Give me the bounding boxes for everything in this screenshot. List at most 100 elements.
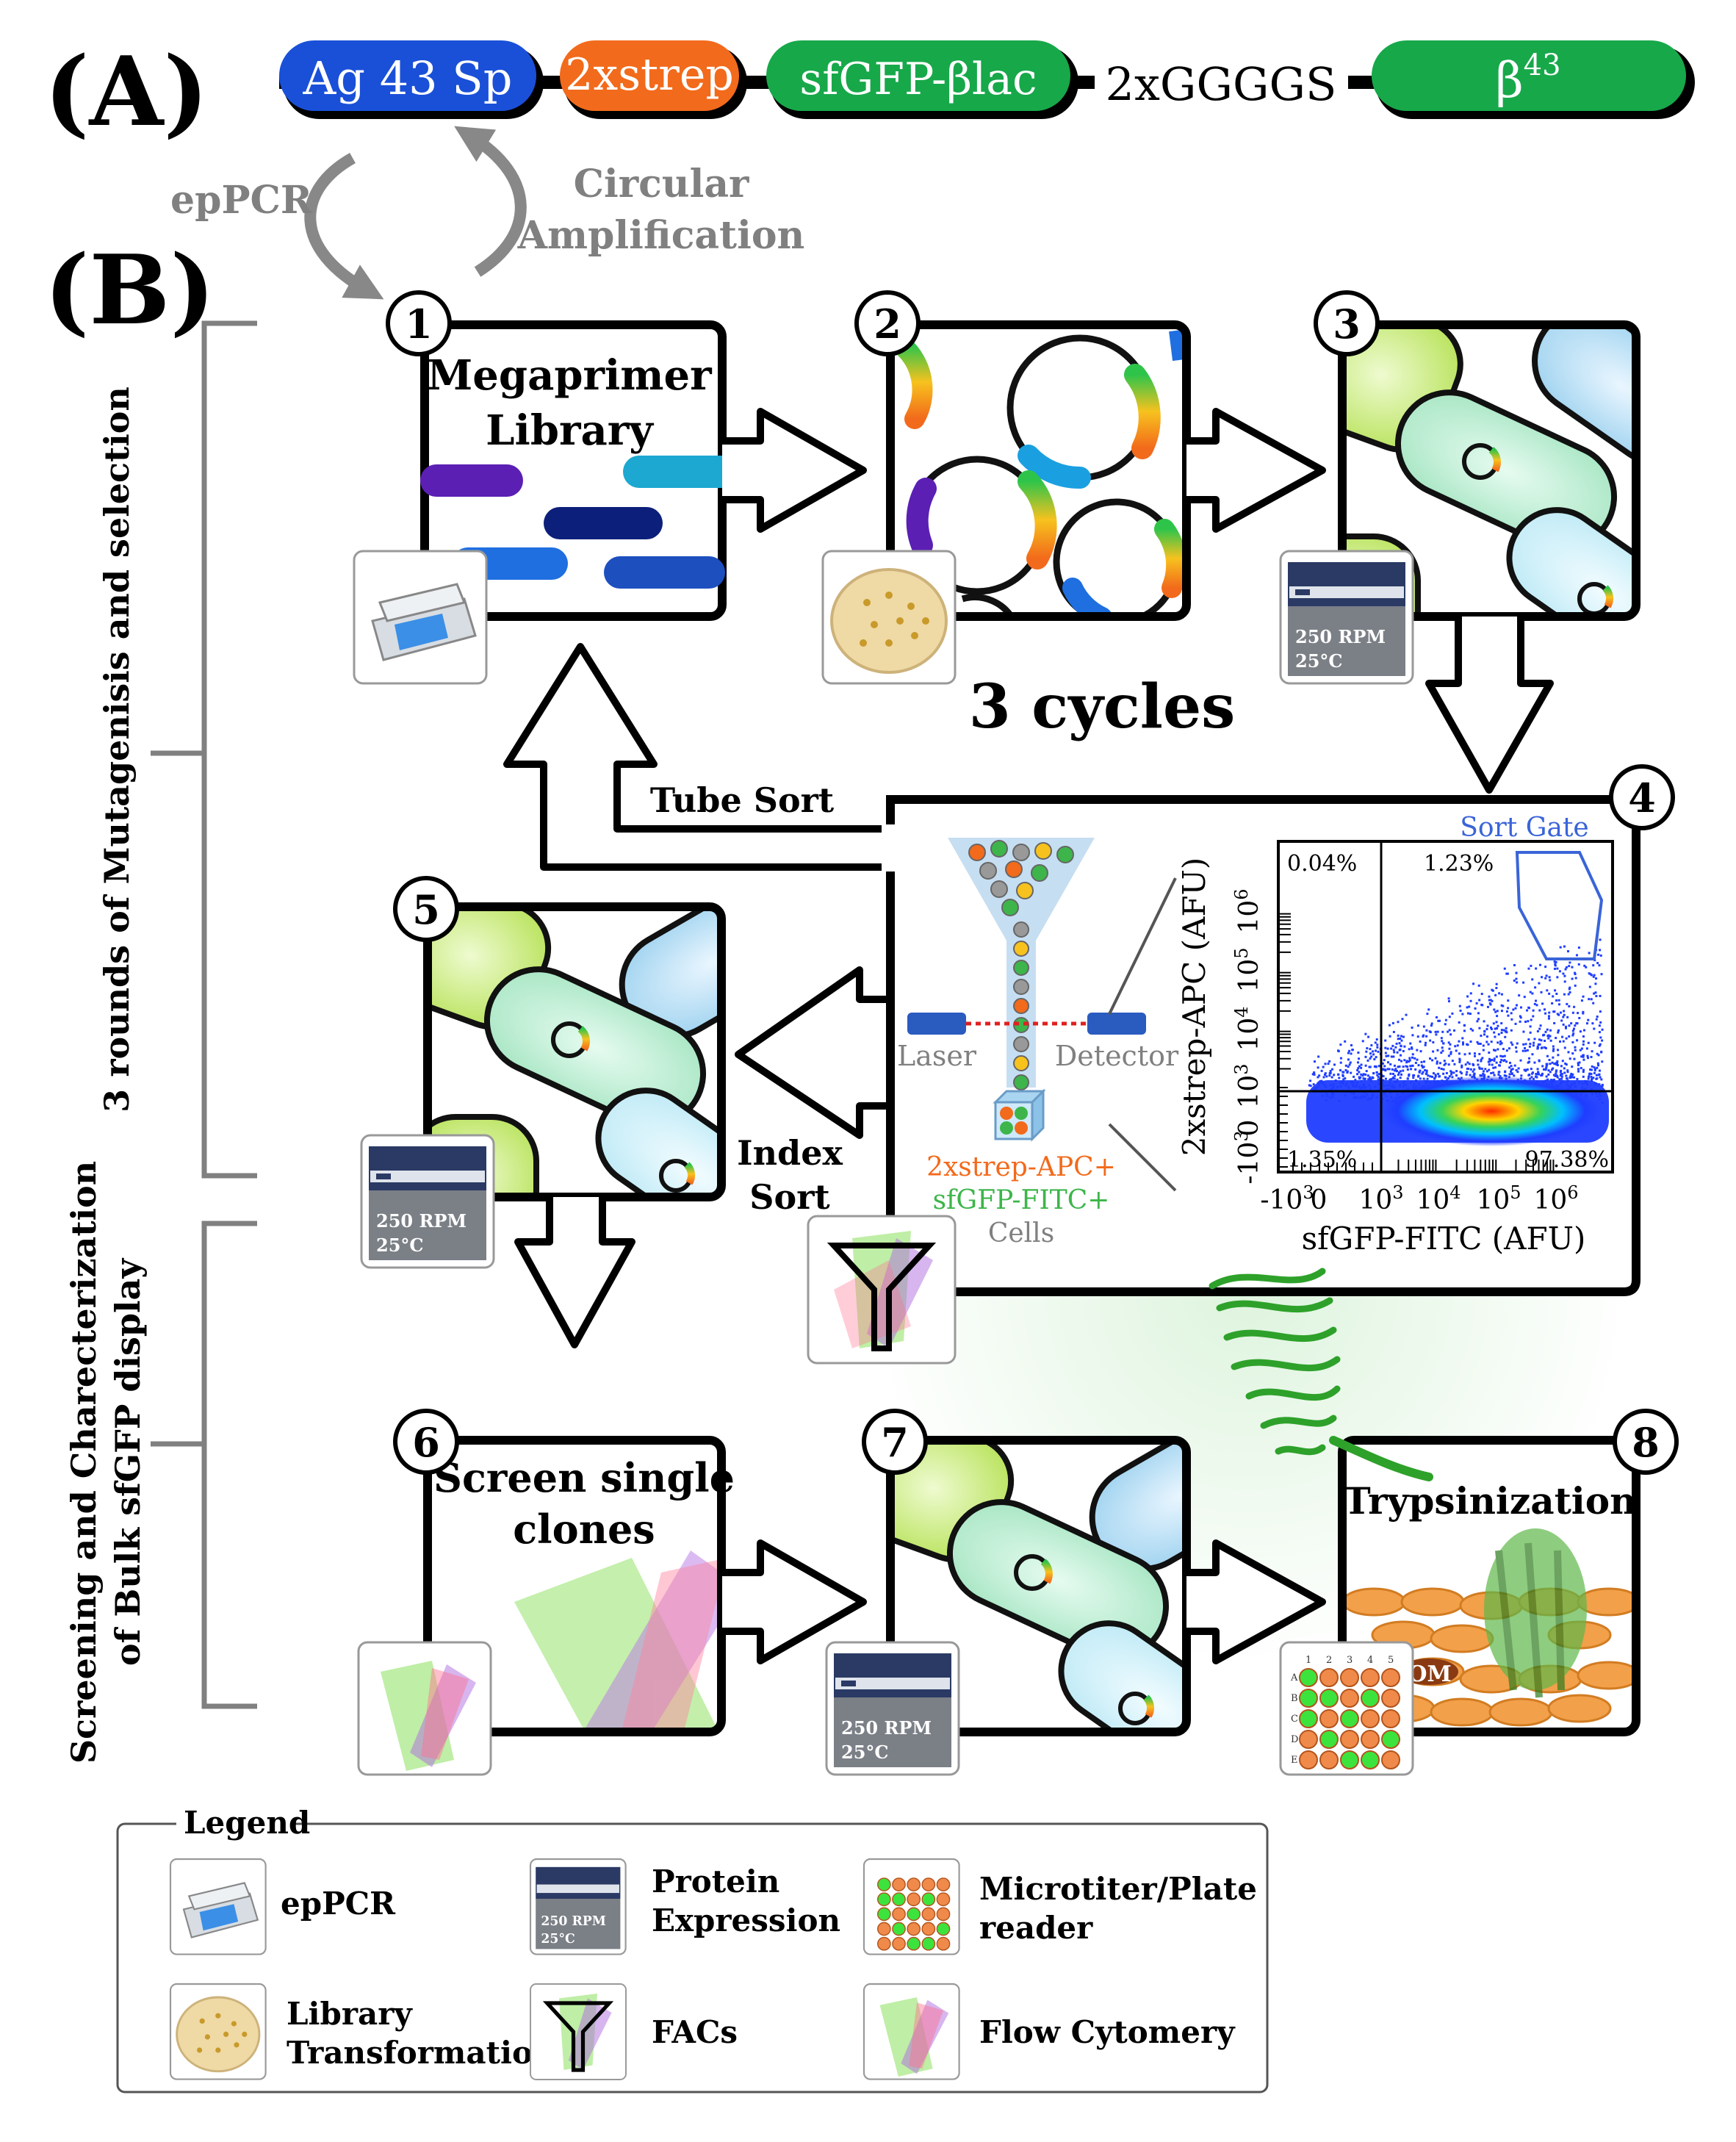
scatter-point — [1503, 967, 1506, 970]
scatter-point — [1376, 1046, 1379, 1049]
scatter-point — [1559, 1040, 1562, 1043]
sorter-droplets — [968, 840, 1074, 1090]
scatter-point — [1549, 1035, 1552, 1038]
scatter-point — [1358, 1065, 1361, 1068]
scatter-point — [1499, 1061, 1502, 1064]
scatter-point — [1322, 1065, 1325, 1068]
scatter-point — [1542, 1068, 1545, 1071]
scatter-point — [1363, 1078, 1366, 1081]
scatter-point — [1425, 1029, 1428, 1032]
scatter-point — [1592, 1002, 1595, 1004]
scatter-point — [1502, 1055, 1505, 1058]
scatter-point — [1436, 1062, 1438, 1065]
scatter-point — [1408, 1057, 1411, 1060]
y-tick-label: 104 — [1231, 1006, 1264, 1051]
scatter-point — [1344, 1040, 1347, 1043]
scatter-point — [1532, 1009, 1535, 1012]
scatter-point — [1566, 1002, 1568, 1005]
step-6-title-line1: Screen single — [433, 1454, 735, 1501]
scatter-point — [1399, 1037, 1402, 1040]
scatter-point — [1443, 1060, 1446, 1063]
scatter-point — [1555, 992, 1558, 995]
scatter-point — [1441, 1046, 1444, 1049]
scatter-point — [1582, 1040, 1585, 1043]
scatter-point — [1573, 1005, 1576, 1008]
scatter-point — [1424, 1043, 1427, 1046]
scatter-point — [1538, 1009, 1541, 1012]
construct-segment-2xstrep: 2xstrep — [560, 40, 747, 119]
legend-item-flow-cytometry: Flow Cytomery — [862, 1983, 1236, 2080]
scatter-point — [1577, 1063, 1580, 1066]
scatter-point — [1454, 1045, 1457, 1048]
scatter-point — [1558, 970, 1561, 973]
scatter-point — [1447, 1041, 1450, 1044]
sorter-droplet — [1001, 899, 1019, 916]
step-1-title-line2: Library — [486, 406, 654, 455]
scatter-point — [1508, 1047, 1510, 1050]
scatter-point — [1546, 1079, 1549, 1082]
epPCR-arrow — [304, 153, 384, 300]
scatter-point — [1461, 1037, 1464, 1040]
thermocycler-icon — [169, 1858, 267, 1955]
plate-well — [892, 1892, 906, 1907]
scatter-point — [1585, 1022, 1588, 1025]
scatter-point — [1497, 1033, 1500, 1036]
scatter-point — [1329, 1069, 1332, 1072]
scatter-point — [1440, 1037, 1443, 1040]
scatter-point — [1438, 1019, 1441, 1022]
scatter-point — [1590, 1068, 1593, 1071]
scatter-point — [1596, 1066, 1599, 1069]
scatter-point — [1522, 1043, 1525, 1046]
scatter-point — [1592, 1077, 1595, 1079]
scatter-point — [1350, 1071, 1353, 1074]
scatter-point — [1588, 1072, 1591, 1075]
scatter-point — [1474, 1007, 1477, 1010]
scatter-point — [1393, 1064, 1396, 1067]
scatter-point — [1563, 1067, 1566, 1070]
scatter-point — [1377, 1065, 1380, 1068]
scatter-point — [1564, 1027, 1567, 1029]
scatter-point — [1547, 1015, 1550, 1018]
scatter-point — [1411, 1027, 1413, 1029]
scatter-point — [1532, 1041, 1535, 1044]
scatter-point — [1554, 989, 1557, 992]
scatter-point — [1388, 1068, 1391, 1071]
scatter-point — [1560, 1019, 1563, 1022]
scatter-point — [1463, 1053, 1466, 1056]
scatter-point — [1308, 1084, 1311, 1087]
scatter-point — [1580, 1047, 1583, 1050]
scatter-point — [1569, 1077, 1572, 1079]
plate-well — [921, 1936, 936, 1951]
scatter-point — [1488, 1068, 1491, 1071]
scatter-point — [1372, 1050, 1375, 1053]
scatter-point — [1325, 1075, 1328, 1078]
sort-gate-label: Sort Gate — [1460, 813, 1588, 843]
scatter-point — [1445, 1071, 1448, 1074]
sorter-droplet — [1013, 921, 1029, 938]
scatter-point — [1571, 966, 1574, 968]
scatter-point — [1377, 1076, 1380, 1079]
scatter-point — [1399, 1054, 1402, 1057]
scatter-point — [1467, 1067, 1470, 1070]
scatter-point — [1447, 1054, 1450, 1057]
scatter-point — [1341, 1074, 1344, 1077]
svg-text:Transformation: Transformation — [287, 2035, 555, 2071]
scatter-point — [1366, 1047, 1369, 1050]
scatter-point — [1510, 1072, 1513, 1075]
scatter-point — [1563, 1046, 1566, 1049]
y-minor-ticks — [1278, 913, 1291, 1168]
plate-well — [1299, 1709, 1318, 1728]
scatter-point — [1424, 1068, 1427, 1071]
scatter-point — [1552, 1048, 1555, 1051]
scatter-point — [1571, 1041, 1574, 1043]
scatter-point — [1557, 1054, 1560, 1057]
scatter-point — [1390, 1047, 1393, 1050]
scatter-point — [1552, 995, 1555, 998]
plate-well — [907, 1936, 921, 1951]
scatter-point — [1505, 1049, 1508, 1052]
scatter-point — [1453, 1063, 1456, 1065]
step-8-title: Trypsinization — [1344, 1479, 1637, 1523]
scatter-point — [1583, 964, 1586, 967]
laser-label: Laser — [897, 1040, 977, 1072]
